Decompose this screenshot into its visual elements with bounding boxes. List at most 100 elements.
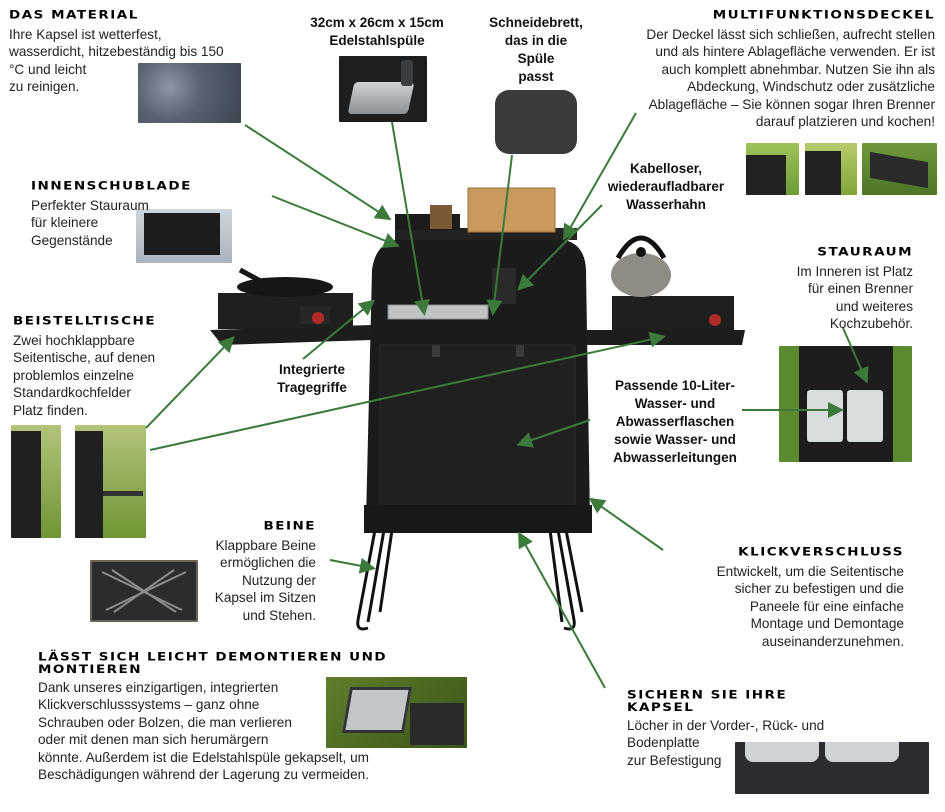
storage-photo bbox=[779, 346, 912, 462]
drawer-line: Perfekter Stauraum bbox=[31, 198, 149, 213]
cutting-board-line: passt bbox=[518, 69, 554, 84]
lid-photo-3 bbox=[862, 143, 937, 195]
burner-left bbox=[218, 293, 353, 329]
legs-folded-photo bbox=[90, 560, 198, 622]
drawer-line: für kleinere bbox=[31, 215, 99, 231]
arrow-legs bbox=[329, 557, 376, 574]
assembly-heading-line: montieren bbox=[38, 662, 143, 677]
secure-line: Löcher in der Vorder-, Rück- und bbox=[627, 718, 825, 733]
lid-line: Abdeckung, Windschutz oder zusätzliche bbox=[687, 79, 935, 95]
arrow-handles bbox=[302, 299, 376, 360]
bottles-line: Passende 10-Liter- bbox=[614, 378, 736, 393]
callout-bottles: Passende 10-Liter- Wasser- und Abwasserf… bbox=[606, 377, 744, 467]
legs-line: Kapsel im Sitzen bbox=[214, 590, 316, 606]
cutting-board-line: das in die bbox=[504, 33, 568, 48]
sink-label: Edelstahlspüle bbox=[329, 33, 425, 48]
storage-heading: Stauraum bbox=[817, 245, 913, 259]
arrow-drawer bbox=[271, 195, 400, 249]
storage-line: und weiteres bbox=[835, 298, 913, 314]
callout-faucet: Kabelloser, wiederaufladbarer Wasserhahn bbox=[604, 160, 728, 214]
callout-material: Das Material Ihre Kapsel ist wetterfest,… bbox=[9, 9, 224, 96]
click-lock-line: sicher zu befestigen und die bbox=[734, 581, 904, 597]
drawer-line: Gegenstände bbox=[31, 232, 113, 248]
cutting-board bbox=[467, 187, 556, 233]
callout-handles: Integrierte Tragegriffe bbox=[262, 361, 362, 397]
bottles-line: sowie Wasser- und bbox=[614, 432, 736, 447]
side-tables-line: Standardkochfelder bbox=[13, 385, 131, 401]
click-lock-line: Paneele für eine einfache bbox=[749, 598, 904, 614]
lid-photo-1 bbox=[746, 143, 799, 195]
lid-line: und als hintere Ablagefläche verwenden. … bbox=[655, 44, 935, 60]
drawer-photo bbox=[136, 209, 232, 263]
kettle bbox=[611, 253, 671, 297]
arrow-material bbox=[244, 124, 392, 221]
callout-cutting-board: Schneidebrett, das in die Spüle passt bbox=[480, 14, 592, 86]
arrow-storage-2 bbox=[842, 327, 869, 384]
sink-photo bbox=[339, 56, 427, 122]
lid-heading: Multifunktionsdeckel bbox=[712, 8, 935, 22]
legs-line: Nutzung der bbox=[241, 572, 316, 588]
assembly-line: könnte. Außerdem ist die Edelstahlspüle … bbox=[38, 749, 369, 765]
secure-heading-line: Kapsel bbox=[627, 700, 695, 715]
drawer-heading: Innenschublade bbox=[31, 179, 192, 193]
side-table-left bbox=[210, 325, 372, 345]
lid-photo-2 bbox=[805, 143, 857, 195]
material-line: Ihre Kapsel ist wetterfest, bbox=[9, 27, 162, 42]
side-tables-line: problemlos einzelne bbox=[13, 367, 134, 383]
side-tables-line: Seitentische, auf denen bbox=[13, 350, 156, 366]
arrow-bottles bbox=[516, 419, 591, 448]
callout-click-lock: Klickverschluss Entwickelt, um die Seite… bbox=[692, 546, 904, 650]
side-tables-line: Zwei hochklappbare bbox=[13, 333, 135, 348]
callout-drawer: Innenschublade Perfekter Stauraum für kl… bbox=[31, 180, 192, 249]
storage-line: Im Inneren ist Platz bbox=[796, 264, 913, 279]
arrow-side-table-2 bbox=[149, 331, 666, 451]
click-lock-heading: Klickverschluss bbox=[738, 545, 904, 559]
material-line: wasserdicht, hitzebeständig bis 150 bbox=[9, 44, 224, 60]
material-heading: Das Material bbox=[9, 8, 139, 22]
secure-heading-line: Sichern Sie Ihre bbox=[627, 688, 788, 702]
assembly-line: Klickverschlusssystems – ganz ohne bbox=[38, 697, 260, 713]
click-lock-line: Entwickelt, um die Seitentische bbox=[716, 564, 904, 579]
bottles-line: Abwasserflaschen bbox=[615, 414, 735, 429]
click-lock-line: Montage und Demontage bbox=[750, 616, 904, 632]
handles-line: Integrierte bbox=[278, 362, 346, 377]
assembly-line: Schrauben oder Bolzen, die man verlieren bbox=[38, 714, 292, 730]
assembly-heading-line: Lässt sich leicht demontieren und bbox=[38, 650, 388, 664]
lid-line: auch komplett abnehmbar. Nutzen Sie ihn … bbox=[661, 61, 935, 77]
callout-lid: Multifunktionsdeckel Der Deckel lässt si… bbox=[595, 9, 935, 130]
secure-line: zur Befestigung bbox=[627, 752, 722, 768]
callout-storage: Stauraum Im Inneren ist Platz für einen … bbox=[753, 246, 913, 333]
assembly-heading: Lässt sich leicht demontieren und montie… bbox=[38, 651, 387, 677]
bottles-line: Wasser- und bbox=[634, 396, 716, 411]
cutting-board-line: Spüle bbox=[517, 51, 555, 66]
callout-sink: 32cm x 26cm x 15cm Edelstahlspüle bbox=[292, 14, 462, 50]
cutting-board-photo bbox=[495, 90, 577, 154]
folded-legs-icon bbox=[101, 569, 187, 613]
handle-right bbox=[516, 345, 524, 357]
side-table-photo-unfolded bbox=[75, 425, 146, 538]
legs-heading: Beine bbox=[263, 519, 316, 533]
faucet-line: Kabelloser, bbox=[629, 161, 703, 176]
material-line: zu reinigen. bbox=[9, 79, 80, 95]
lid-line: Der Deckel lässt sich schließen, aufrech… bbox=[646, 27, 935, 42]
bottom-panel bbox=[364, 505, 592, 533]
callout-secure: Sichern Sie Ihre Kapsel Löcher in der Vo… bbox=[627, 689, 824, 769]
legs-line: und Stehen. bbox=[242, 607, 316, 623]
arrow-sink bbox=[391, 121, 430, 316]
bottles-line: Abwasserleitungen bbox=[613, 450, 737, 465]
lid-line: Ablagefläche – Sie können sogar Ihren Br… bbox=[648, 96, 935, 112]
handles-line: Tragegriffe bbox=[277, 380, 347, 395]
side-table-photo-folded bbox=[11, 425, 61, 538]
material-line: °C und leicht bbox=[9, 61, 87, 77]
side-tables-heading: Beistelltische bbox=[13, 314, 157, 328]
callout-side-tables: Beistelltische Zwei hochklappbare Seiten… bbox=[13, 315, 156, 419]
click-lock-line: auseinanderzunehmen. bbox=[761, 633, 904, 649]
faucet-line: wiederaufladbarer bbox=[607, 179, 725, 194]
secure-photo bbox=[735, 742, 929, 794]
arrow-secure bbox=[518, 531, 606, 689]
faucet-line: Wasserhahn bbox=[626, 197, 706, 212]
storage-line: Kochzubehör. bbox=[829, 316, 913, 332]
secure-line: Bodenplatte bbox=[627, 735, 700, 751]
callout-legs: Beine Klappbare Beine ermöglichen die Nu… bbox=[196, 520, 316, 624]
